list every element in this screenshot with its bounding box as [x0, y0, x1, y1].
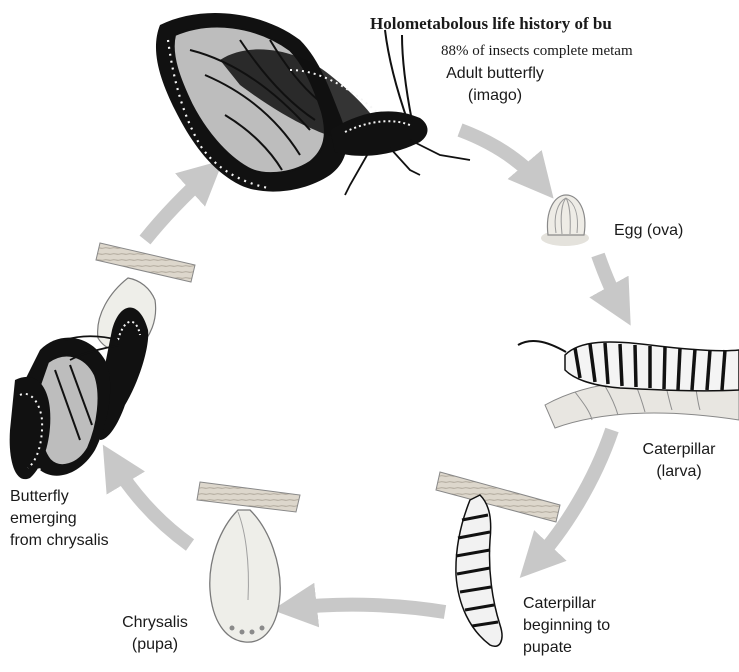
label-larva-line1: Caterpillar — [624, 439, 734, 461]
label-prepupa-line1: Caterpillar — [523, 593, 610, 615]
label-pupa-line2: (pupa) — [100, 634, 210, 656]
chrysalis-illustration — [197, 482, 300, 642]
label-egg-line1: Egg (ova) — [614, 220, 683, 242]
arrow-pupa-to-emerging — [112, 460, 190, 545]
label-pupa: Chrysalis (pupa) — [100, 612, 210, 656]
emerging-butterfly-illustration — [10, 243, 195, 479]
label-adult: Adult butterfly (imago) — [420, 63, 570, 107]
label-prepupa-line3: pupate — [523, 637, 610, 659]
label-emerging-line1: Butterfly — [10, 486, 109, 508]
arrow-larva-to-prepupa — [532, 430, 612, 565]
arrow-adult-to-egg — [460, 130, 542, 185]
label-egg: Egg (ova) — [614, 220, 683, 242]
cycle-arrows — [112, 130, 622, 612]
caterpillar-illustration — [518, 341, 739, 428]
label-pupa-line1: Chrysalis — [100, 612, 210, 634]
egg-illustration — [541, 195, 589, 246]
arrow-egg-to-larva — [598, 255, 622, 310]
arrow-emerging-to-adult — [145, 172, 210, 240]
label-larva: Caterpillar (larva) — [624, 439, 734, 483]
label-adult-line1: Adult butterfly — [420, 63, 570, 85]
label-adult-line2: (imago) — [420, 85, 570, 107]
label-emerging-line3: from chrysalis — [10, 530, 109, 552]
label-emerging: Butterfly emerging from chrysalis — [10, 486, 109, 552]
arrow-prepupa-to-pupa — [290, 605, 445, 612]
label-prepupa-line2: beginning to — [523, 615, 610, 637]
label-prepupa: Caterpillar beginning to pupate — [523, 593, 610, 659]
label-emerging-line2: emerging — [10, 508, 109, 530]
label-larva-line2: (larva) — [624, 461, 734, 483]
